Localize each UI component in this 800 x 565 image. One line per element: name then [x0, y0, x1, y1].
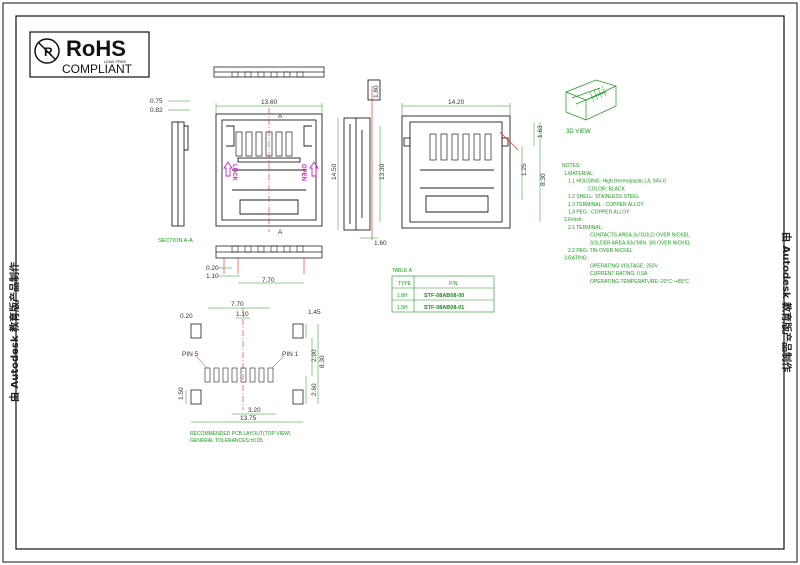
- notes-line: 1.MATERIAL:: [564, 171, 594, 177]
- pcb-footprint: 7.70 1.10 0.20 1.45 2.90 8.30 2.60 1.50 …: [178, 301, 326, 444]
- fp-dim-7-70: 7.70: [231, 301, 244, 308]
- lock-label: LOCK: [231, 164, 237, 182]
- inner-frame: [15, 15, 785, 550]
- dim-1-63: 1.63: [537, 125, 544, 138]
- notes-line: OPERATING TEMPERATURE:-20°C~+85°C: [590, 279, 689, 285]
- dim-14-50: 14.50: [331, 163, 338, 180]
- notes-title: NOTES:: [562, 163, 581, 169]
- notes-line: 1.4 PEG : COPPER ALLOY: [568, 210, 630, 216]
- table-title: TABLE A: [392, 268, 413, 274]
- dim-0-20: 0.20: [206, 265, 219, 272]
- 3d-view-label: 3D VIEW: [566, 129, 591, 135]
- front-view: A A LOCK OPEN 13.60: [215, 99, 323, 236]
- watermark-right: 由 Autodesk 教育版产品制作: [780, 232, 791, 373]
- table-a: TABLE A TYPE P/N 1.8H STF-08AB08-00 1.5H…: [391, 268, 495, 313]
- bottom-view: 14.20 1.63 1.25 8.30: [401, 99, 547, 229]
- pin5-label: PIN 5: [182, 351, 199, 358]
- notes-block: NOTES: 1.MATERIAL: 1.1 HOUSING: High ther…: [562, 163, 691, 285]
- left-side-view: 0.75 0.82 SECTION A-A: [150, 98, 193, 244]
- table-header-pn: P/N: [449, 281, 458, 287]
- fp-dim-1-10: 1.10: [236, 311, 249, 318]
- rohs-brand: RoHS: [66, 36, 126, 61]
- notes-line: 2.1 TERMINAL:: [568, 225, 603, 231]
- notes-line: OPERATING VOLTAGE: 250V: [590, 263, 658, 269]
- 3d-view: 3D VIEW: [565, 79, 617, 135]
- notes-line: 2.2 PEG: TIN OVER NICKEL: [568, 248, 633, 254]
- notes-line: 1.3 TERMINAL : COPPER ALLOY: [568, 202, 645, 208]
- table-row-2-type: 1.5H: [397, 305, 408, 311]
- dim-7-70: 7.70: [262, 277, 275, 284]
- footprint-tolerance: GENERAL TOLERANCES:±0.05: [190, 438, 263, 444]
- fp-dim-1-50: 1.50: [178, 387, 185, 400]
- dim-13-60: 13.60: [261, 99, 278, 106]
- fp-dim-3-20: 3.20: [248, 407, 261, 414]
- notes-line: SOLDER AREA:50u"MIN. SN OVER NICKEL: [590, 240, 691, 246]
- rohs-subtitle: COMPLIANT: [62, 62, 133, 76]
- fp-dim-2-60: 2.60: [311, 383, 318, 396]
- dim-0-82: 0.82: [150, 107, 163, 114]
- dim-1-25: 1.25: [521, 163, 528, 176]
- section-label: SECTION A-A: [158, 238, 193, 244]
- notes-line: COLOR: BLACK: [588, 186, 626, 192]
- notes-line: 3.RATING:: [564, 256, 588, 262]
- section-mark-a-top: A: [278, 113, 283, 120]
- middle-side-view: 14.50 13.30 1.60 1.80: [331, 79, 387, 247]
- notes-line: 1.2 SHELL: STAINLESS STEEL: [568, 194, 640, 200]
- notes-line: 2.Finish:: [564, 217, 583, 223]
- rohs-logo: R RoHS LEAD FREE COMPLIANT: [29, 31, 150, 78]
- pin1-label: PIN 1: [282, 351, 299, 358]
- section-mark-a-bottom: A: [278, 229, 283, 236]
- fp-dim-2-90: 2.90: [311, 349, 318, 362]
- table-header-type: TYPE: [398, 281, 412, 287]
- fp-dim-1-45: 1.45: [308, 309, 321, 316]
- lead-free-text: LEAD FREE: [104, 59, 127, 64]
- dim-13-30: 13.30: [379, 163, 386, 180]
- lock-marker: LOCK: [223, 161, 237, 182]
- notes-line: CURRENT RATING: 0.5A: [590, 271, 648, 277]
- dim-1-60: 1.60: [374, 240, 387, 247]
- open-arrow-icon: [309, 161, 319, 177]
- table-row-1-type: 1.8H: [397, 293, 408, 299]
- dim-0-75: 0.75: [150, 98, 163, 105]
- lock-arrow-icon: [223, 161, 233, 177]
- fp-dim-8-30: 8.30: [319, 355, 326, 368]
- open-label: OPEN: [300, 164, 306, 181]
- notes-line: 1.1 HOUSING: High thermoplastic,UL 94V-0: [568, 179, 666, 185]
- dim-14-20: 14.20: [448, 99, 465, 106]
- fp-dim-13-75: 13.75: [240, 415, 257, 422]
- rohs-seal-icon: [34, 38, 60, 64]
- svg-text:R: R: [44, 45, 53, 59]
- footprint-title: RECOMMENDED PCB LAYOUT(TOP VIEW): [190, 431, 291, 437]
- watermark-left: 由 Autodesk 教育版产品制作: [10, 261, 21, 402]
- front-bottom-strip: 0.20 1.10 7.70: [206, 245, 323, 284]
- dim-1-10: 1.10: [206, 273, 219, 280]
- open-marker: OPEN: [300, 161, 319, 181]
- dim-8-30: 8.30: [540, 173, 547, 186]
- top-strip-view: [213, 66, 325, 78]
- dim-1-80: 1.80: [373, 85, 380, 98]
- table-row-1-pn: STF-08AB08-00: [424, 293, 464, 299]
- table-row-2-pn: STF-08AB08-01: [424, 305, 464, 311]
- notes-line: CONTACTS AREA:3u"GOLD OVER NICKEL: [590, 233, 690, 239]
- fp-dim-0-20: 0.20: [180, 313, 193, 320]
